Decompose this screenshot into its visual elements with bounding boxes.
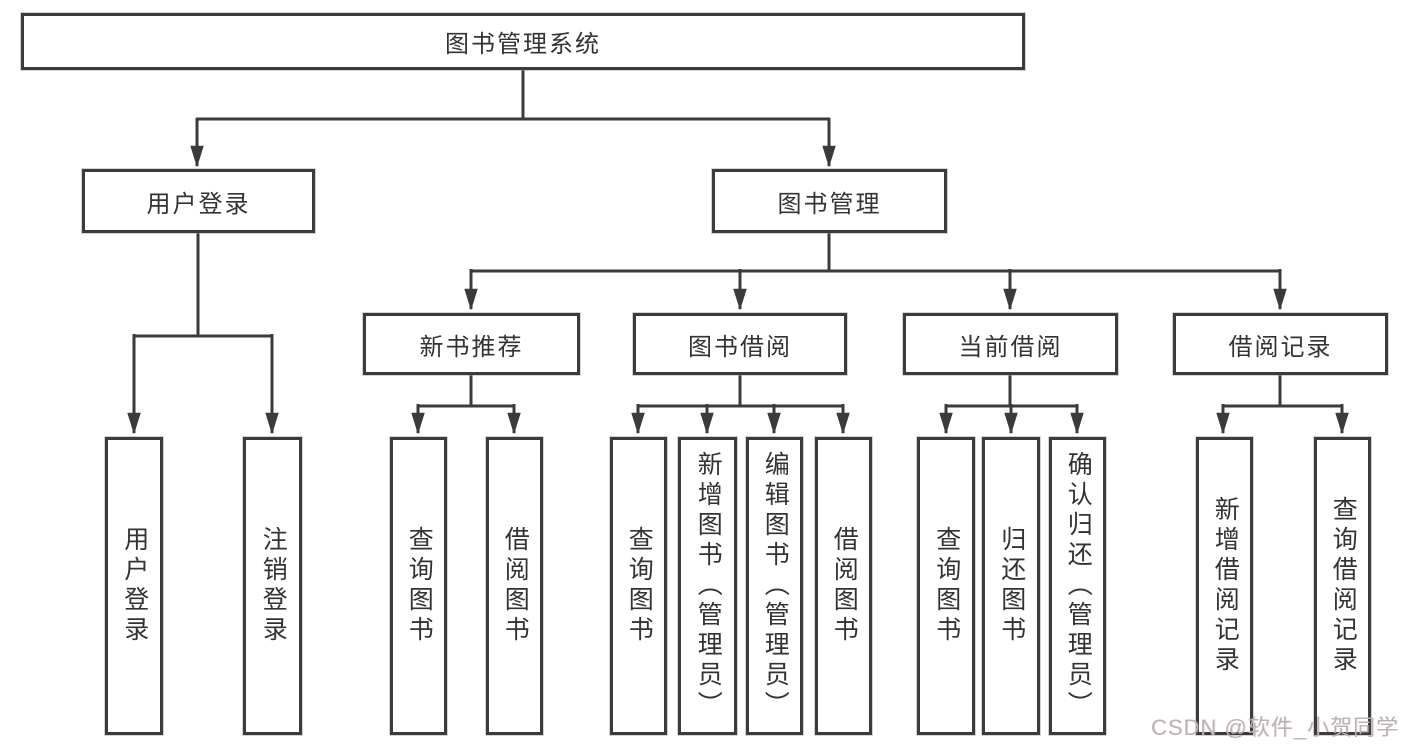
node-book-management-label: 图书管理 bbox=[777, 190, 882, 218]
leaf-user-login: 用户登录 bbox=[105, 437, 163, 735]
node-book-borrow: 图书借阅 bbox=[633, 313, 847, 375]
leaf-logout: 注销登录 bbox=[243, 437, 302, 735]
node-new-book-recommend: 新书推荐 bbox=[363, 313, 580, 375]
node-user-login: 用户登录 bbox=[82, 169, 315, 233]
node-book-borrow-label: 图书借阅 bbox=[688, 333, 792, 361]
leaf-confirm-return-admin-label: 确认归还（管理员） bbox=[1064, 451, 1093, 721]
leaf-query-borrow-record-label: 查询借阅记录 bbox=[1329, 496, 1358, 676]
leaf-edit-book-admin-label: 编辑图书（管理员） bbox=[761, 451, 790, 721]
csdn-watermark: CSDN @软件_小贺同学 bbox=[1150, 715, 1399, 740]
node-book-management: 图书管理 bbox=[712, 169, 947, 233]
leaf-return-book-label: 归还图书 bbox=[997, 526, 1026, 646]
node-library-system-label: 图书管理系统 bbox=[445, 31, 601, 58]
leaf-add-book-admin-label: 新增图书（管理员） bbox=[694, 451, 723, 721]
leaf-borrow-books-recommend-label: 借阅图书 bbox=[501, 526, 530, 646]
node-new-book-recommend-label: 新书推荐 bbox=[419, 333, 524, 361]
leaf-logout-label: 注销登录 bbox=[259, 526, 288, 646]
node-current-borrow: 当前借阅 bbox=[903, 313, 1118, 375]
leaf-query-books-recommend: 查询图书 bbox=[390, 437, 447, 735]
leaf-query-borrow-record: 查询借阅记录 bbox=[1314, 437, 1371, 735]
leaf-borrow-books-recommend: 借阅图书 bbox=[486, 437, 543, 735]
leaf-query-books-current: 查询图书 bbox=[917, 437, 975, 735]
node-borrow-records-label: 借阅记录 bbox=[1228, 333, 1333, 361]
leaf-add-borrow-record-label: 新增借阅记录 bbox=[1211, 496, 1240, 676]
node-user-login-label: 用户登录 bbox=[146, 190, 251, 218]
leaf-add-book-admin: 新增图书（管理员） bbox=[678, 437, 737, 735]
leaf-confirm-return-admin: 确认归还（管理员） bbox=[1049, 437, 1106, 735]
leaf-borrow-books-label: 借阅图书 bbox=[830, 526, 859, 646]
leaf-borrow-books: 借阅图书 bbox=[815, 437, 872, 735]
leaf-user-login-label: 用户登录 bbox=[120, 526, 149, 646]
leaf-query-books-current-label: 查询图书 bbox=[932, 526, 961, 646]
leaf-query-books-borrow-label: 查询图书 bbox=[625, 526, 654, 646]
node-library-system: 图书管理系统 bbox=[21, 13, 1025, 70]
node-borrow-records: 借阅记录 bbox=[1173, 313, 1388, 375]
node-current-borrow-label: 当前借阅 bbox=[958, 333, 1063, 361]
leaf-edit-book-admin: 编辑图书（管理员） bbox=[746, 437, 803, 735]
leaf-query-books-borrow: 查询图书 bbox=[610, 437, 667, 735]
leaf-add-borrow-record: 新增借阅记录 bbox=[1196, 437, 1253, 735]
leaf-query-books-recommend-label: 查询图书 bbox=[405, 526, 434, 646]
leaf-return-book: 归还图书 bbox=[982, 437, 1040, 735]
